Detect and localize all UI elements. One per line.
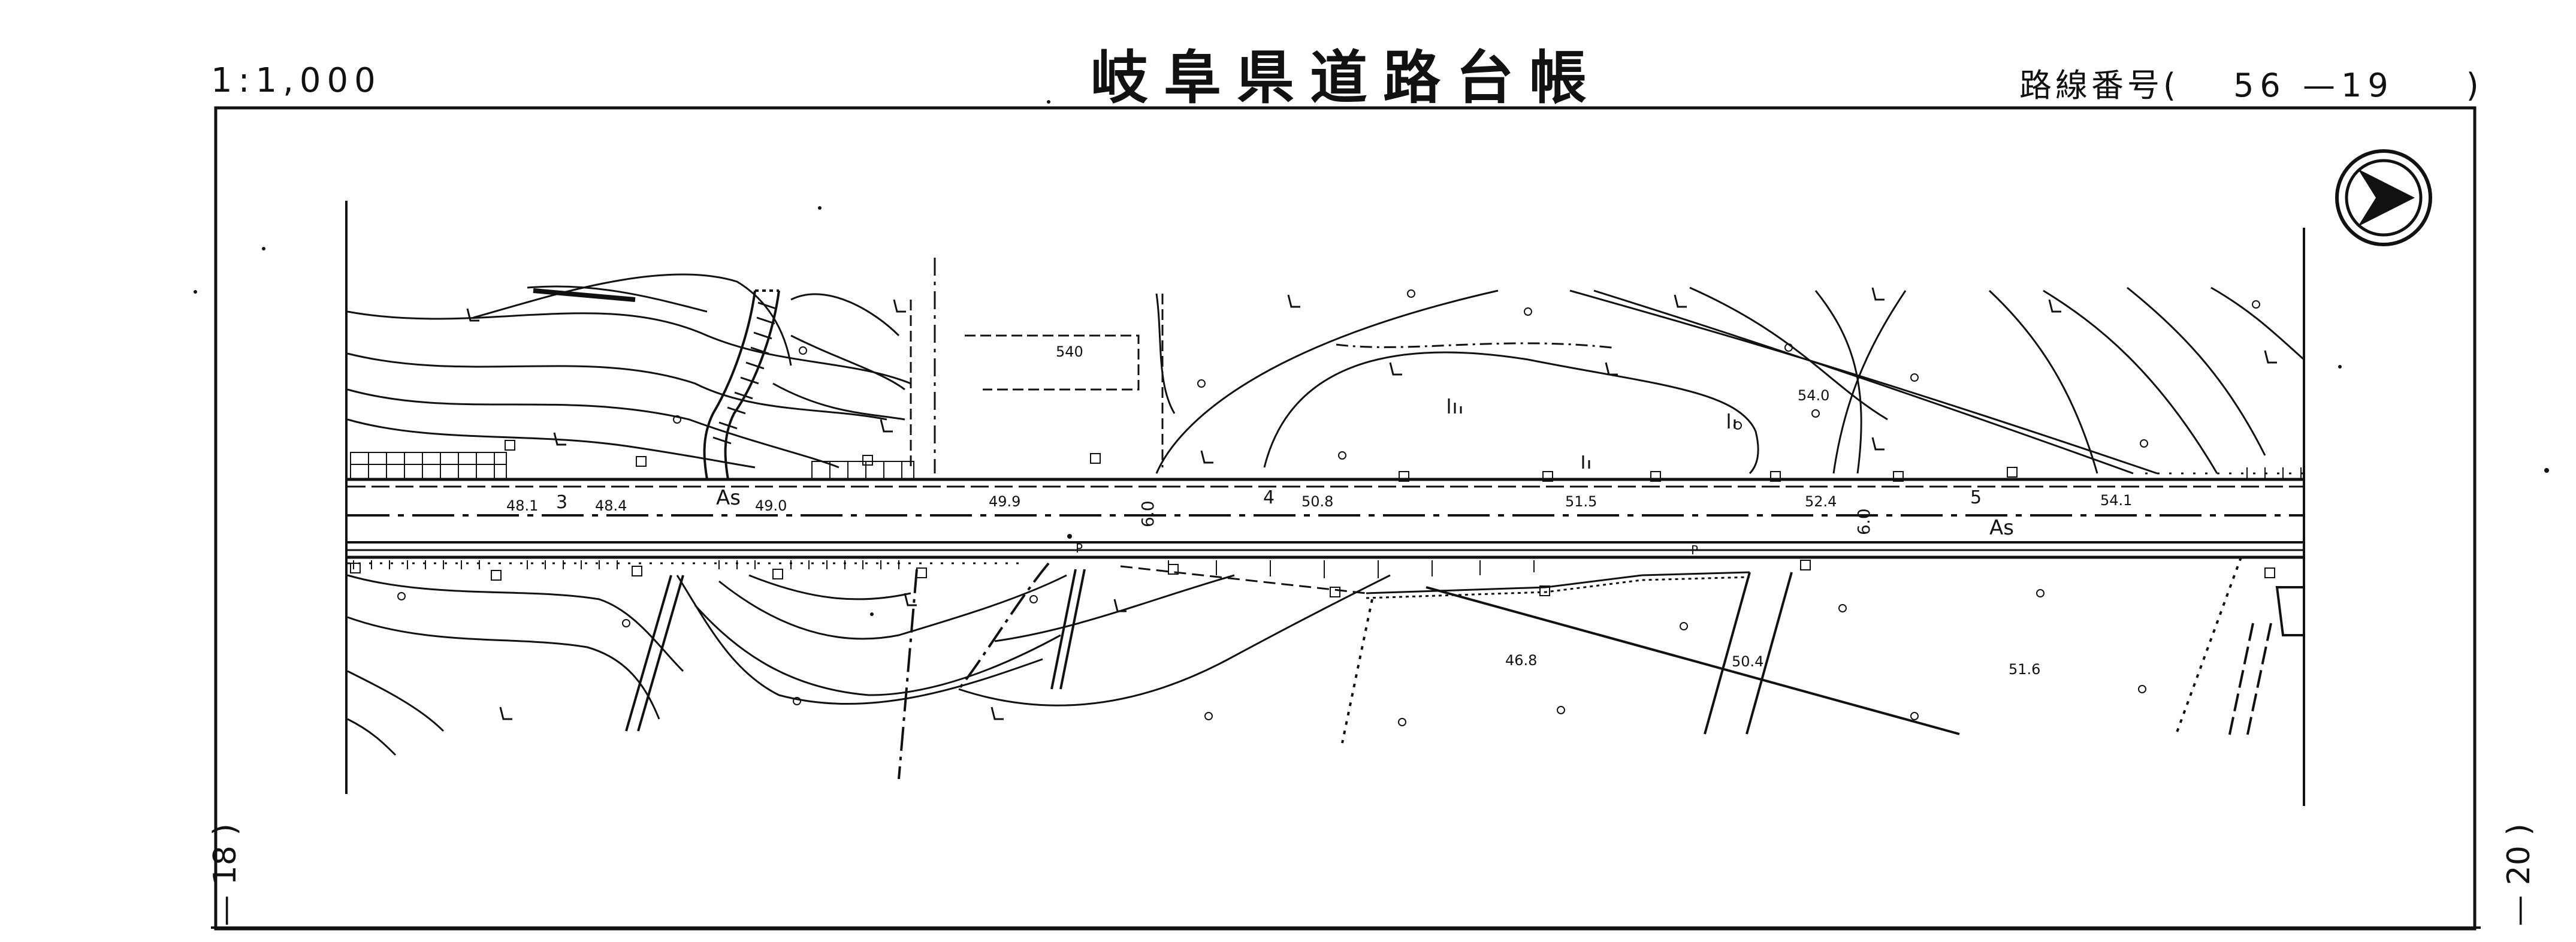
road-elevation: 48.1	[506, 497, 538, 514]
road-elevation: 54.1	[2100, 492, 2132, 509]
road-elevation: 51.5	[1565, 493, 1597, 510]
road-elevation: 49.9	[989, 493, 1020, 510]
building-symbols	[350, 440, 2275, 597]
pavement-label: As	[1989, 516, 2014, 540]
contour-lines-south	[347, 574, 1391, 756]
map-frame	[214, 106, 2477, 931]
hatched-field-blocks	[350, 452, 914, 480]
page-title: 岐阜県道路台帳	[1091, 44, 1602, 111]
pole-label: P	[1691, 543, 1698, 557]
station-label: 3	[556, 492, 567, 513]
route-close-paren: )	[2466, 67, 2483, 104]
spot-height: 46.8	[1505, 652, 1537, 669]
route-open-paren: (	[2163, 67, 2180, 104]
road-width-label: 6.0	[1138, 500, 1158, 527]
orchard-symbols	[1448, 398, 1736, 469]
spot-height: 50.4	[1732, 653, 1763, 670]
road-elevation: 52.4	[1805, 493, 1837, 510]
north-arrow-icon	[2335, 149, 2432, 246]
map-scale: 1:1,000	[211, 61, 382, 100]
side-roads-south	[625, 557, 2305, 780]
side-road-north-left	[703, 289, 780, 480]
tree-symbols	[397, 289, 2260, 726]
road-width-label: 6.0	[1854, 508, 1874, 535]
spot-height: 540	[1056, 343, 1083, 360]
field-symbols	[466, 287, 2277, 720]
road-elevation: 49.0	[755, 497, 787, 514]
hatch-side-road	[712, 301, 777, 445]
field-boundary-north	[910, 258, 1612, 473]
contour-lines-north	[347, 273, 2305, 475]
route-number-label: 路線番号	[2019, 67, 2163, 104]
road-elevation: 48.4	[595, 497, 627, 514]
retaining-wall-south	[1120, 565, 1750, 599]
spot-height: 51.6	[2009, 661, 2040, 678]
station-label: 4	[1263, 487, 1275, 508]
route-number-field: 路線番号(56 —19)	[2019, 59, 2483, 106]
road-edge-ticks	[353, 467, 2302, 578]
station-label: 5	[1970, 487, 1982, 508]
pavement-label: As	[716, 486, 741, 510]
road-annotations: 3 4 5 48.1 48.4 49.0 49.9 50.8 51.5 52.4…	[506, 343, 2132, 678]
scan-dots	[194, 100, 2549, 616]
prefectural-road	[348, 472, 2304, 564]
spot-height: 54.0	[1798, 387, 1829, 404]
route-number-value: 56 —19	[2233, 67, 2394, 104]
pole-label: P	[1076, 541, 1083, 555]
road-elevation: 50.8	[1301, 493, 1333, 510]
